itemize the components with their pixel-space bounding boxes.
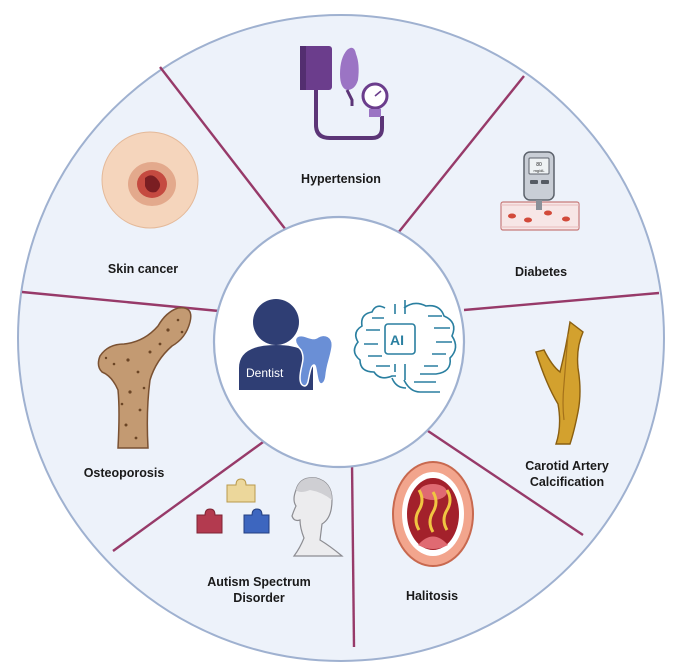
divider-5 bbox=[350, 461, 356, 648]
blood-pressure-monitor-icon bbox=[300, 46, 389, 140]
center-circle bbox=[212, 215, 466, 469]
glucometer-value: 80 bbox=[536, 162, 542, 168]
dentist-icon bbox=[239, 299, 313, 390]
puzzle-pieces-icon bbox=[196, 478, 270, 534]
carotid-label-line2: Calcification bbox=[530, 475, 604, 489]
segment-dividers bbox=[21, 66, 660, 648]
child-profile-icon bbox=[291, 477, 344, 557]
autism-label-line1: Autism Spectrum bbox=[207, 575, 311, 589]
ai-label: AI bbox=[390, 332, 404, 348]
divider-2 bbox=[397, 75, 525, 234]
divider-6 bbox=[112, 436, 271, 552]
tooth-icon bbox=[294, 334, 333, 387]
divider-1 bbox=[159, 66, 287, 231]
ai-brain-icon bbox=[353, 300, 457, 393]
carotid-label-line1: Carotid Artery bbox=[525, 459, 609, 473]
divider-3 bbox=[463, 291, 660, 312]
open-mouth-icon bbox=[392, 461, 474, 567]
glucometer-unit: mg/dL bbox=[533, 168, 545, 173]
halitosis-label: Halitosis bbox=[406, 589, 458, 603]
hypertension-label: Hypertension bbox=[301, 172, 381, 186]
glucometer-icon: 80 mg/dL bbox=[500, 151, 580, 231]
bone-porosity-dots bbox=[104, 318, 184, 440]
dentist-label: Dentist bbox=[246, 366, 284, 380]
skin-lesion-icon bbox=[101, 131, 199, 229]
osteoporosis-label: Osteoporosis bbox=[84, 466, 165, 480]
carotid-artery-icon bbox=[535, 320, 584, 445]
autism-label-line2: Disorder bbox=[233, 591, 285, 605]
diabetes-label: Diabetes bbox=[515, 265, 567, 279]
femur-bone-icon bbox=[97, 307, 192, 449]
skin-cancer-label: Skin cancer bbox=[108, 262, 178, 276]
divider-4 bbox=[427, 430, 584, 536]
